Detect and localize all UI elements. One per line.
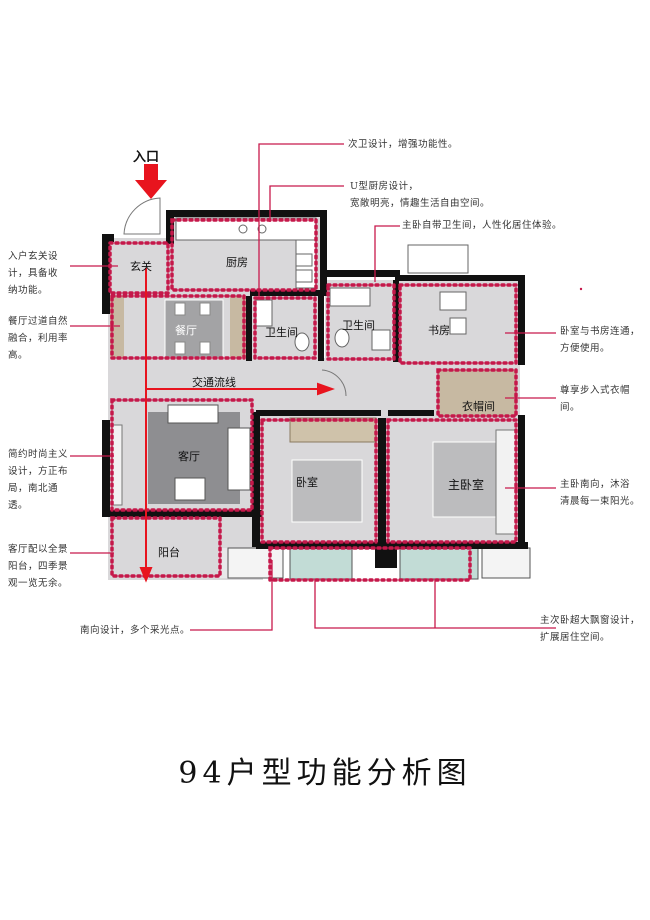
marker-dot — [579, 287, 583, 291]
room-label-kitchen: 厨房 — [226, 256, 248, 269]
leader-lines — [70, 143, 556, 631]
annotation-kitchen: U型厨房设计， 宽敞明亮，情趣生活自由空间。 — [350, 181, 491, 209]
dining-table — [164, 299, 224, 359]
annotation-secondary-bath: 次卫设计，增强功能性。 — [348, 139, 459, 150]
room-label-living: 客厅 — [178, 450, 200, 463]
circulation-label: 交通流线 — [192, 376, 236, 389]
entry-label: 入口 — [133, 150, 160, 165]
annotation-walkin: 尊享步入式衣帽 间。 — [560, 385, 631, 413]
entry-arrow-icon — [135, 164, 167, 199]
annotation-balcony: 客厅配以全景 阳台，四季景 观一览无余。 — [8, 544, 69, 589]
walls — [102, 210, 528, 568]
room-label-balcony: 阳台 — [158, 546, 180, 559]
annotation-south: 南向设计，多个采光点。 — [80, 625, 191, 636]
room-label-dining: 餐厅 — [175, 324, 197, 337]
annotation-living: 简约时尚主义 设计，方正布 局，南北通透。 — [8, 449, 69, 511]
room-label-master-bedroom: 主卧室 — [448, 478, 485, 492]
annotation-dining: 餐厅过道自然 融合，利用率 高。 — [8, 316, 69, 361]
annotation-foyer: 入户玄关设 计，具备收 纳功能。 — [8, 251, 59, 296]
living-furniture — [111, 404, 251, 506]
room-label-wardrobe: 衣帽间 — [462, 400, 495, 413]
room-label-foyer: 玄关 — [130, 260, 152, 273]
bedroom-furniture — [289, 417, 517, 535]
room-label-bath-1: 卫生间 — [265, 326, 298, 339]
annotation-master-bath: 主卧自带卫生间，人性化居住体验。 — [402, 220, 563, 231]
room-label-study: 书房 — [428, 324, 450, 337]
annotation-bay-window: 主次卧超大飘窗设计， 扩展居住空间。 — [540, 615, 641, 643]
living-door-icon — [321, 369, 347, 397]
zone-borders — [108, 218, 518, 582]
room-label-bedroom: 卧室 — [296, 476, 318, 489]
annotation-bedroom-study: 卧室与书房连通， 方便使用。 — [560, 326, 641, 354]
room-label-bath-2: 卫生间 — [342, 319, 375, 332]
flow-arrows — [139, 268, 335, 583]
fixtures — [175, 217, 469, 352]
annotation-master-south: 主卧南向，沐浴 清晨每一束阳光。 — [560, 479, 641, 507]
entry-door-icon — [123, 197, 161, 235]
page-title: 94户型功能分析图 — [178, 756, 472, 791]
